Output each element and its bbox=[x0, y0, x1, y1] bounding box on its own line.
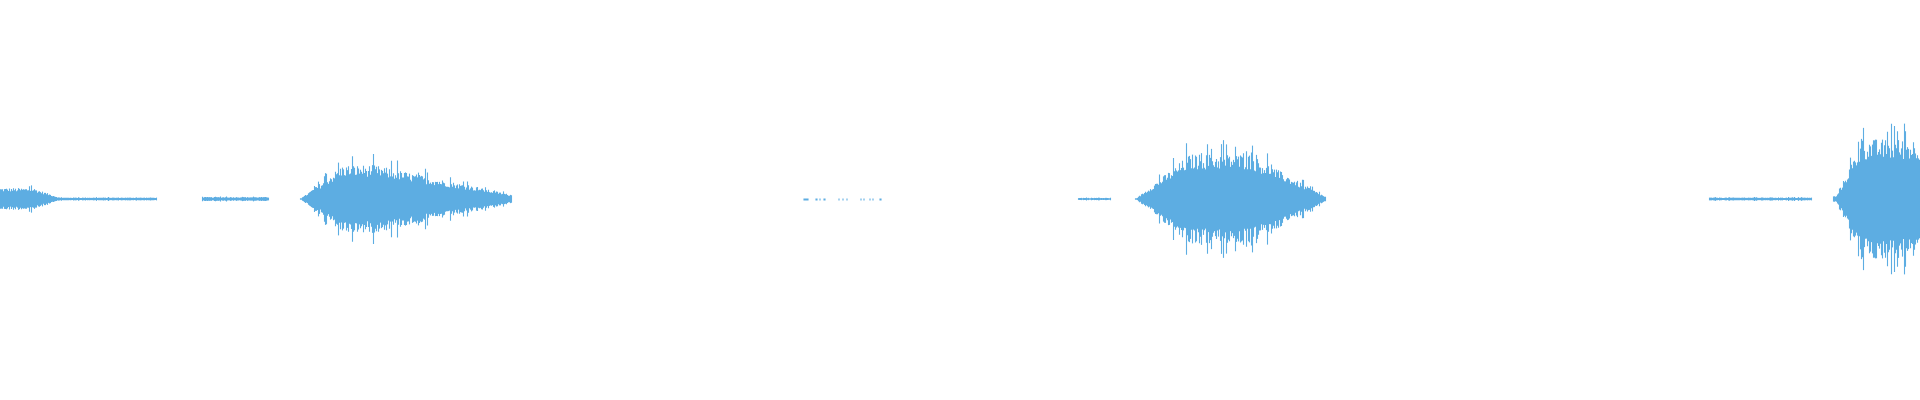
waveform-path bbox=[0, 123, 1920, 275]
